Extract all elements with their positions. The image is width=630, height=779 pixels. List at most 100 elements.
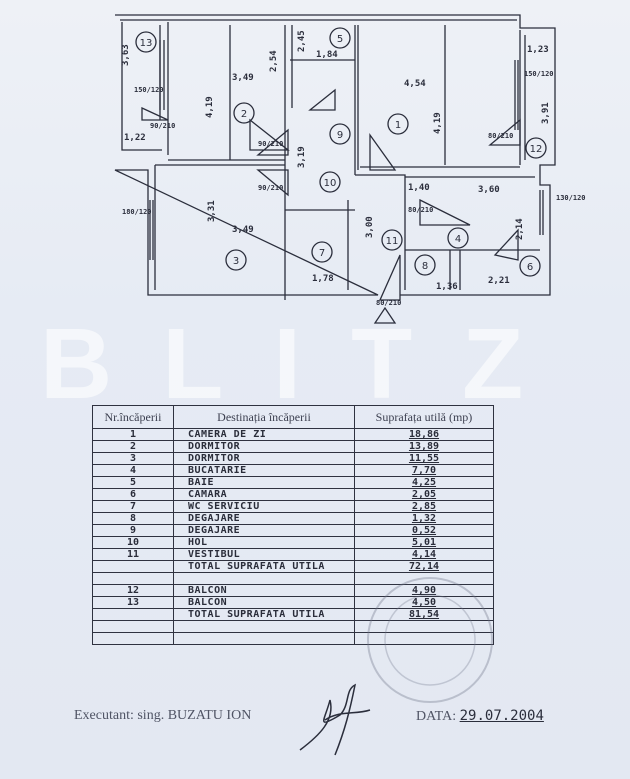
room-number: 8 — [422, 261, 428, 272]
room-number-circle — [135, 31, 157, 53]
opening-label: 150/120 — [524, 70, 554, 78]
room-number: 4 — [455, 234, 461, 245]
room-purpose-cell: DORMITOR — [173, 452, 355, 465]
dimension-label: 3,31 — [207, 200, 217, 222]
room-area-cell: 18,86 — [354, 428, 494, 441]
room-area-cell: 0,52 — [354, 524, 494, 537]
room-number: 1 — [395, 120, 401, 131]
room-purpose-cell: CAMERA DE ZI — [173, 428, 355, 441]
inner-wall — [120, 19, 540, 300]
room-number-cell: 7 — [92, 500, 174, 513]
opening-label: 130/120 — [556, 194, 586, 202]
dimension-label: 3,63 — [121, 44, 131, 66]
room-number-cell: 2 — [92, 440, 174, 453]
room-number-cell: 11 — [92, 548, 174, 561]
dimension-label: 1,22 — [124, 133, 146, 143]
opening-label: 180/120 — [122, 208, 152, 216]
room-area-table: Nr.încăperii Destinația încăperii Supraf… — [92, 405, 494, 645]
dimension-label: 1,23 — [527, 45, 549, 55]
room-number-cell: 4 — [92, 464, 174, 477]
room-purpose-cell — [173, 632, 355, 645]
dimension-label: 3,00 — [365, 216, 375, 238]
room-purpose-cell — [173, 620, 355, 633]
dimension-label: 2,21 — [488, 276, 510, 286]
dimension-label: 3,49 — [232, 225, 254, 235]
room-number-cell: 9 — [92, 524, 174, 537]
room-number-circle — [329, 27, 351, 49]
opening-label: 90/210 — [258, 184, 283, 192]
room-number: 10 — [324, 178, 337, 189]
dimension-label: 3,91 — [541, 102, 551, 124]
dimension-label: 1,40 — [408, 183, 430, 193]
room-number-circle — [414, 254, 436, 276]
room-number-cell: 8 — [92, 512, 174, 525]
room-number: 7 — [319, 248, 325, 259]
room-number: 9 — [337, 130, 343, 141]
dimension-label: 2,45 — [297, 30, 307, 52]
room-number: 5 — [337, 34, 343, 45]
room-purpose-cell: BALCON — [173, 596, 355, 609]
room-number: 13 — [140, 38, 153, 49]
opening-label: 150/120 — [134, 86, 164, 94]
room-area-cell: 2,85 — [354, 500, 494, 513]
room-purpose-cell: VESTIBUL — [173, 548, 355, 561]
room-number-cell: 12 — [92, 584, 174, 597]
dimension-label: 1,84 — [316, 50, 338, 60]
opening-label: 90/210 — [150, 122, 175, 130]
dimension-label: 4,54 — [404, 79, 426, 89]
room-number: 3 — [233, 256, 239, 267]
opening-label: 80/210 — [408, 206, 433, 214]
room-area-cell: 13,89 — [354, 440, 494, 453]
entrance-arrow — [373, 306, 397, 324]
room-number: 12 — [530, 144, 543, 155]
watermark: BLITZ — [40, 308, 574, 420]
room-number-cell: 3 — [92, 452, 174, 465]
header-room-purpose: Destinația încăperii — [173, 405, 355, 429]
header-useful-area: Suprafața utilă (mp) — [354, 405, 494, 429]
dimension-label: 2,54 — [269, 50, 279, 72]
room-purpose-cell: DEGAJARE — [173, 524, 355, 537]
executant-label: Executant: sing. BUZATU ION — [74, 708, 252, 723]
date-value: 29.07.2004 — [459, 708, 544, 724]
opening-label: 90/210 — [258, 140, 283, 148]
room-purpose-cell: CAMARA — [173, 488, 355, 501]
room-number-circle — [381, 229, 403, 251]
room-purpose-cell: HOL — [173, 536, 355, 549]
date-field: DATA: 29.07.2004 — [416, 708, 544, 725]
opening-label: 80/210 — [488, 132, 513, 140]
table-row — [92, 632, 494, 645]
room-number: 2 — [241, 109, 247, 120]
dimension-label: 1,36 — [436, 282, 458, 292]
room-number-circle — [329, 123, 351, 145]
room-number: 11 — [386, 236, 399, 247]
room-number-circle — [233, 102, 255, 124]
room-number-cell — [92, 608, 174, 621]
room-area-cell: 5,01 — [354, 536, 494, 549]
room-number-circle — [525, 137, 547, 159]
room-number-circle — [387, 113, 409, 135]
dimension-label: 4,19 — [433, 112, 443, 134]
floor-plan: 3,49 4,19 4,54 4,19 3,31 3,49 3,19 3,60 … — [114, 14, 586, 324]
stamp — [367, 577, 493, 703]
exterior-wall — [114, 14, 556, 296]
room-number-circle — [519, 255, 541, 277]
room-number-cell: 1 — [92, 428, 174, 441]
signature — [299, 683, 371, 756]
room-purpose-cell: WC SERVICIU — [173, 500, 355, 513]
room-purpose-cell: DORMITOR — [173, 440, 355, 453]
room-area-cell: 11,55 — [354, 452, 494, 465]
room-number-cell — [92, 560, 174, 573]
room-purpose-cell: DEGAJARE — [173, 512, 355, 525]
room-area-cell: 2,05 — [354, 488, 494, 501]
room-number-cell — [92, 632, 174, 645]
room-purpose-cell: BAIE — [173, 476, 355, 489]
dimension-label: 3,19 — [297, 146, 307, 168]
room-number-circle — [447, 227, 469, 249]
